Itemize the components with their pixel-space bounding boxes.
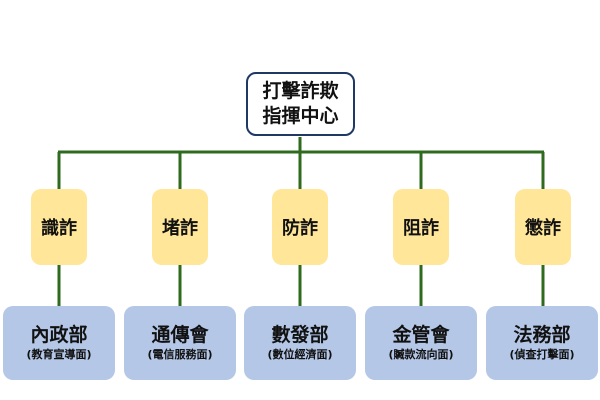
department-node-4: 金管會 (贓款流向面) — [365, 306, 477, 380]
department-title: 法務部 — [513, 324, 571, 346]
branch-label: 堵詐 — [162, 218, 198, 239]
department-subtitle: (偵查打擊面) — [509, 348, 575, 361]
root-line-2: 指揮中心 — [262, 105, 339, 127]
root-node: 打擊詐欺 指揮中心 — [246, 72, 355, 136]
department-subtitle: (贓款流向面) — [388, 348, 454, 361]
department-node-3: 數發部 (數位經濟面) — [244, 306, 356, 380]
department-subtitle: (數位經濟面) — [267, 348, 333, 361]
root-line-1: 打擊詐欺 — [262, 80, 339, 102]
department-title: 通傳會 — [151, 324, 209, 346]
department-title: 金管會 — [392, 324, 450, 346]
branch-label: 阻詐 — [403, 218, 439, 239]
branch-label: 識詐 — [41, 218, 77, 239]
department-node-2: 通傳會 (電信服務面) — [124, 306, 236, 380]
department-node-5: 法務部 (偵查打擊面) — [486, 306, 598, 380]
branch-node-4: 阻詐 — [393, 189, 449, 265]
department-node-1: 內政部 (教育宣導面) — [3, 306, 115, 380]
branch-node-3: 防詐 — [272, 189, 328, 265]
branch-node-1: 識詐 — [31, 189, 87, 265]
department-subtitle: (教育宣導面) — [26, 348, 92, 361]
branch-label: 懲詐 — [525, 218, 561, 239]
department-subtitle: (電信服務面) — [147, 348, 213, 361]
branch-label: 防詐 — [282, 218, 318, 239]
branch-node-2: 堵詐 — [152, 189, 208, 265]
department-title: 內政部 — [30, 324, 88, 346]
branch-node-5: 懲詐 — [515, 189, 571, 265]
department-title: 數發部 — [271, 324, 329, 346]
